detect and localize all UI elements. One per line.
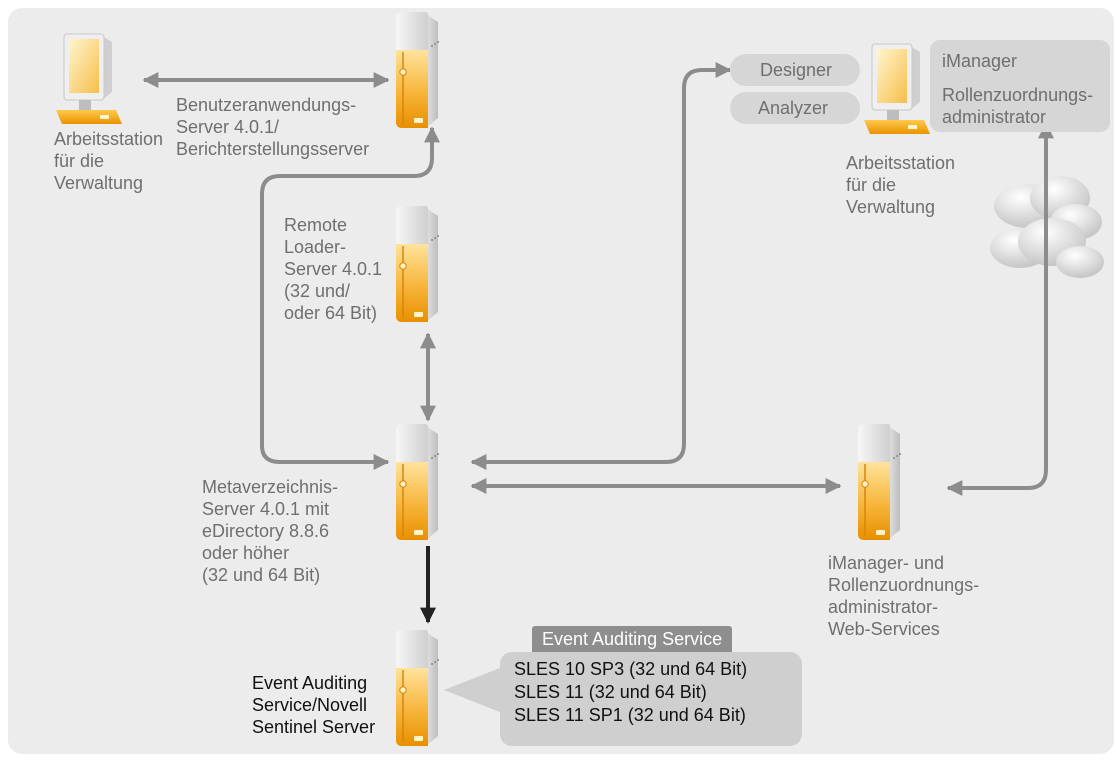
imanager-services-label: iManager- und Rollenzuordnungs- administ… xyxy=(828,553,980,639)
designer-pill xyxy=(730,54,860,86)
workstation-right-label: Arbeitsstation für die Verwaltung xyxy=(846,153,956,217)
connector-metadirectory-designer xyxy=(470,62,732,470)
event-auditing-service-title: Event Auditing Service xyxy=(532,626,733,652)
platform-item: SLES 11 (32 und 64 Bit) xyxy=(514,682,707,702)
metadirectory-server-icon xyxy=(395,423,440,541)
role-mapping-admin-label: Rollenzuordnungs- administrator xyxy=(942,85,1094,127)
event-auditing-server-icon xyxy=(395,629,440,747)
imanager-services-server-icon xyxy=(857,423,902,541)
callout-tail xyxy=(444,664,510,716)
connectors xyxy=(142,62,1054,496)
connector-imanager-services-workstation xyxy=(946,122,1054,496)
event-auditing-service-box: SLES 10 SP3 (32 und 64 Bit) SLES 11 (32 … xyxy=(500,652,802,746)
platform-item: SLES 10 SP3 (32 und 64 Bit) xyxy=(514,659,748,679)
analyzer-label: Analyzer xyxy=(758,98,829,118)
metadirectory-label: Metaverzeichnis- Server 4.0.1 mit eDirec… xyxy=(202,477,339,585)
user-app-server-label: Benutzeranwendungs- Server 4.0.1/ Berich… xyxy=(176,95,370,159)
remote-loader-server-icon xyxy=(395,205,440,323)
remote-loader-label: Remote Loader- Server 4.0.1 (32 und/ ode… xyxy=(284,215,383,323)
connector-userapp-metadirectory xyxy=(260,126,440,470)
event-auditing-label: Event Auditing Service/Novell Sentinel S… xyxy=(252,673,376,737)
imanager-panel xyxy=(930,40,1110,132)
user-app-server-icon xyxy=(395,11,440,129)
imanager-label: iManager xyxy=(942,51,1018,71)
analyzer-pill xyxy=(730,92,860,124)
designer-label: Designer xyxy=(760,60,833,80)
platform-item: SLES 11 SP1 (32 und 64 Bit) xyxy=(514,705,746,725)
workstation-left-label: Arbeitsstation für die Verwaltung xyxy=(54,129,164,193)
